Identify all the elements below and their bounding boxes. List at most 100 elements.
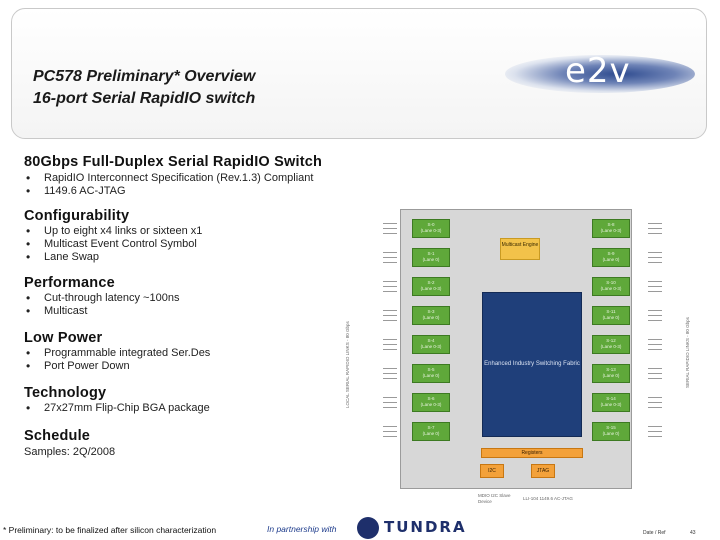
left-port-block: S-4(Lane 0-3) <box>412 335 450 354</box>
left-port-pin <box>383 373 397 374</box>
left-port-pin <box>383 228 397 229</box>
jtag-label: LLI-104 1149.6 AC-JTAG <box>523 496 573 501</box>
list-item: 27x27mm Flip-Chip BGA package <box>24 402 210 415</box>
section-heading-performance: Performance <box>24 275 115 291</box>
config-bullets: Up to eight x4 links or sixteen x1 Multi… <box>24 225 202 264</box>
technology-bullets: 27x27mm Flip-Chip BGA package <box>24 402 210 415</box>
left-port-pin <box>383 426 397 427</box>
right-port-block: S-9(Lane 0) <box>592 248 630 267</box>
right-port-block: S-8(Lane 0-3) <box>592 219 630 238</box>
right-port-pin <box>648 233 662 234</box>
page-title: PC578 Preliminary* Overview <box>33 68 256 85</box>
i2c-block: I2C <box>480 464 504 478</box>
port-name: S-13 <box>606 367 616 372</box>
tundra-logo-icon <box>357 517 379 539</box>
section-heading-schedule: Schedule <box>24 428 91 444</box>
slave-device-label: MDIO I2C Slave Device <box>478 493 511 504</box>
right-port-pin <box>648 320 662 321</box>
right-port-block: S-13(Lane 0) <box>592 364 630 383</box>
left-port-block: S-2(Lane 0-3) <box>412 277 450 296</box>
port-lanes: (Lane 0) <box>422 373 440 378</box>
port-lanes: (Lane 0-3) <box>420 228 442 233</box>
right-links-label: SERIAL RAPIDIO LINKS - 80 Gbps <box>685 317 690 388</box>
right-port-pin <box>648 228 662 229</box>
right-port-pin <box>648 252 662 253</box>
right-port-pin <box>648 291 662 292</box>
tundra-logo: TUNDRA <box>384 518 467 536</box>
port-lanes: (Lane 0-3) <box>600 344 622 349</box>
right-port-pin <box>648 397 662 398</box>
multicast-engine-block: Multicast Engine <box>500 238 540 260</box>
right-port-block: S-14(Lane 0-3) <box>592 393 630 412</box>
port-lanes: (Lane 0) <box>602 315 620 320</box>
left-port-pin <box>383 310 397 311</box>
right-port-pin <box>648 262 662 263</box>
port-name: S-14 <box>606 396 616 401</box>
left-port-pin <box>383 378 397 379</box>
port-lanes: (Lane 0-3) <box>420 286 442 291</box>
port-lanes: (Lane 0) <box>422 257 440 262</box>
left-port-pin <box>383 223 397 224</box>
block-diagram: LOCAL SERIAL RAPIDIO LINKS - 80 Gbps SER… <box>343 203 701 525</box>
right-port-pin <box>648 378 662 379</box>
switching-fabric-label: Enhanced Industry Switching Fabric <box>484 361 580 367</box>
list-item: Up to eight x4 links or sixteen x1 <box>24 225 202 238</box>
right-port-pin <box>648 368 662 369</box>
left-port-block: S-1(Lane 0) <box>412 248 450 267</box>
left-port-pin <box>383 291 397 292</box>
left-port-pin <box>383 397 397 398</box>
section-heading-technology: Technology <box>24 385 107 401</box>
port-name: S-10 <box>606 280 616 285</box>
right-port-pin <box>648 407 662 408</box>
left-port-pin <box>383 349 397 350</box>
right-port-pin <box>648 257 662 258</box>
port-lanes: (Lane 0-3) <box>420 402 442 407</box>
list-item: Multicast <box>24 305 179 318</box>
left-port-pin <box>383 402 397 403</box>
left-port-pin <box>383 431 397 432</box>
right-port-pin <box>648 315 662 316</box>
right-port-block: S-10(Lane 0-3) <box>592 277 630 296</box>
right-port-pin <box>648 344 662 345</box>
right-port-block: S-12(Lane 0-3) <box>592 335 630 354</box>
port-name: S-5 <box>427 367 435 372</box>
e2v-logo-swoosh <box>505 55 695 93</box>
list-item: Port Power Down <box>24 360 210 373</box>
performance-bullets: Cut-through latency ~100ns Multicast <box>24 292 179 318</box>
port-name: S-15 <box>606 425 616 430</box>
port-lanes: (Lane 0-3) <box>600 286 622 291</box>
left-port-pin <box>383 320 397 321</box>
e2v-logo: e2v <box>565 51 631 91</box>
port-lanes: (Lane 0) <box>602 257 620 262</box>
port-lanes: (Lane 0) <box>602 431 620 436</box>
right-port-block: S-11(Lane 0) <box>592 306 630 325</box>
port-lanes: (Lane 0-3) <box>600 228 622 233</box>
left-port-pin <box>383 344 397 345</box>
port-name: S-8 <box>607 222 615 227</box>
list-item: Programmable integrated Ser.Des <box>24 347 210 360</box>
date-ref: Date / Ref <box>643 530 666 536</box>
left-port-pin <box>383 252 397 253</box>
page-subtitle: 16-port Serial RapidIO switch <box>33 90 256 107</box>
list-item: 1149.6 AC-JTAG <box>24 185 313 198</box>
page-number: 43 <box>690 530 696 536</box>
list-item: Cut-through latency ~100ns <box>24 292 179 305</box>
right-port-pin <box>648 373 662 374</box>
port-name: S-1 <box>427 251 435 256</box>
port-name: S-4 <box>427 338 435 343</box>
right-port-block: S-15(Lane 0) <box>592 422 630 441</box>
list-item: Multicast Event Control Symbol <box>24 238 202 251</box>
partner-text: In partnership with <box>267 524 337 534</box>
left-port-pin <box>383 281 397 282</box>
left-port-block: S-7(Lane 0) <box>412 422 450 441</box>
low-power-bullets: Programmable integrated Ser.Des Port Pow… <box>24 347 210 373</box>
port-name: S-0 <box>427 222 435 227</box>
right-port-pin <box>648 281 662 282</box>
section-heading-switch: 80Gbps Full-Duplex Serial RapidIO Switch <box>24 154 323 170</box>
section-heading-low-power: Low Power <box>24 330 103 346</box>
left-port-pin <box>383 257 397 258</box>
port-lanes: (Lane 0-3) <box>420 344 442 349</box>
left-port-block: S-0(Lane 0-3) <box>412 219 450 238</box>
left-port-pin <box>383 233 397 234</box>
port-name: S-3 <box>427 309 435 314</box>
